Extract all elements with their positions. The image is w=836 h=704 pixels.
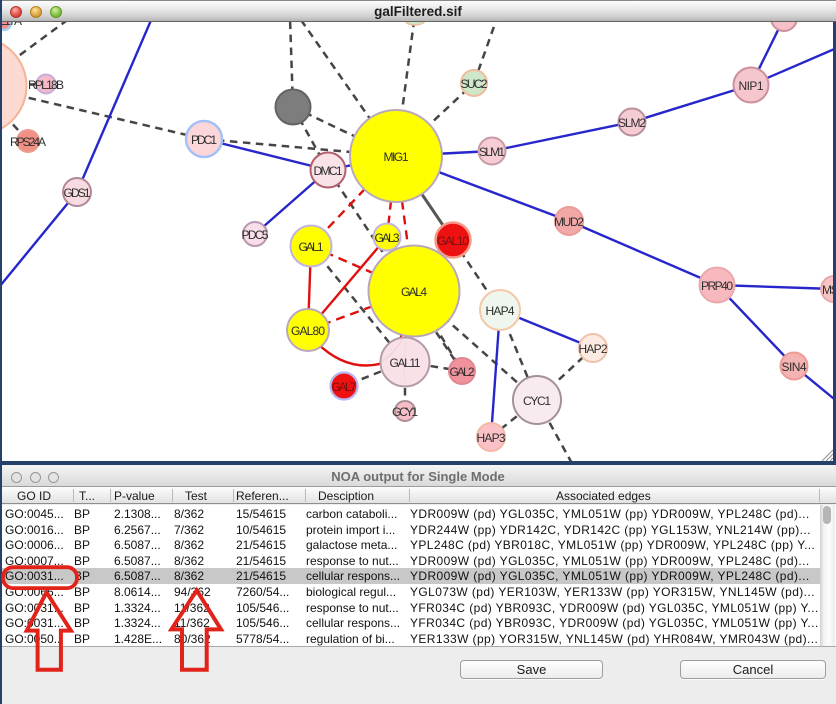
svg-text:PDC1: PDC1 xyxy=(191,133,217,147)
svg-text:PDC5: PDC5 xyxy=(242,228,269,242)
svg-text:GAL80: GAL80 xyxy=(291,324,325,338)
svg-text:HAP4: HAP4 xyxy=(486,304,515,318)
svg-text:MIG1: MIG1 xyxy=(384,150,409,164)
svg-text:CYC1: CYC1 xyxy=(523,394,551,408)
svg-text:GAL1: GAL1 xyxy=(299,240,324,254)
svg-text:SLM2: SLM2 xyxy=(618,116,646,130)
svg-text:GAL10: GAL10 xyxy=(437,234,469,248)
svg-text:RPL17A: RPL17A xyxy=(0,22,22,28)
svg-text:SIN4: SIN4 xyxy=(782,360,807,374)
svg-text:SUC2: SUC2 xyxy=(461,77,488,91)
svg-text:NIP1: NIP1 xyxy=(739,79,764,93)
svg-text:GDS1: GDS1 xyxy=(64,186,91,200)
svg-text:GAL11: GAL11 xyxy=(390,356,421,370)
svg-text:GAL4: GAL4 xyxy=(401,285,427,299)
svg-text:GAL3: GAL3 xyxy=(375,231,400,245)
svg-text:MUD2: MUD2 xyxy=(554,215,584,229)
svg-text:DMC1: DMC1 xyxy=(314,164,343,178)
svg-text:HAP2: HAP2 xyxy=(579,342,608,356)
svg-text:GAL2: GAL2 xyxy=(450,365,475,379)
svg-text:RPS24A: RPS24A xyxy=(10,135,46,149)
svg-text:HAP3: HAP3 xyxy=(477,431,506,445)
svg-text:RPL18B: RPL18B xyxy=(28,78,64,92)
svg-text:GAL7: GAL7 xyxy=(332,380,357,394)
svg-text:SLM1: SLM1 xyxy=(479,145,505,159)
svg-text:GCY1: GCY1 xyxy=(392,405,418,419)
svg-text:PRP40: PRP40 xyxy=(701,279,733,293)
svg-text:MSI1: MSI1 xyxy=(822,283,836,297)
